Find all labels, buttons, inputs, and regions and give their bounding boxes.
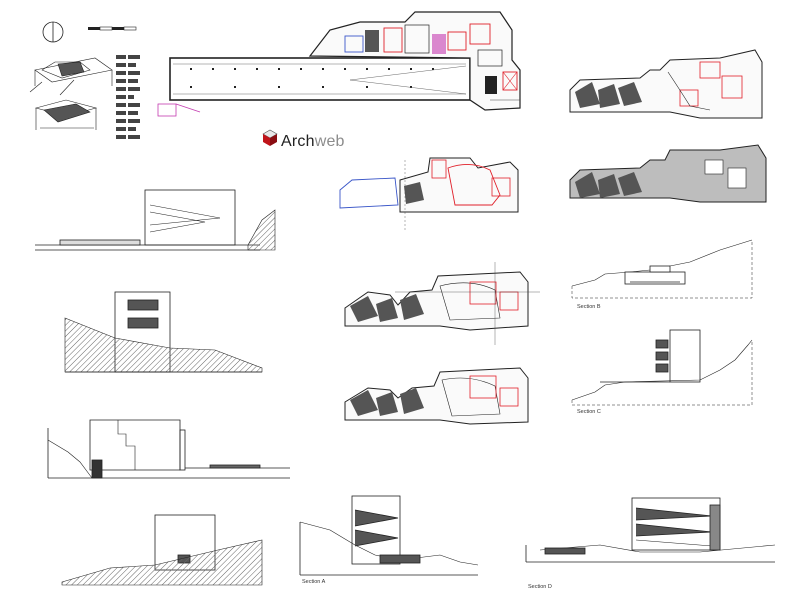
plan-level-1 [339,157,519,230]
elevation-1 [35,189,276,251]
scale-bar [88,26,137,31]
elevation-4 [61,514,263,586]
legend-swatches [116,55,140,139]
plan-level-2 [344,262,540,345]
right-plan-2 [569,144,767,203]
main-floor-plan [157,11,521,117]
small-axonometric-sketch-1 [29,57,113,96]
section-d-label: Section D [528,584,552,590]
north-arrow-icon [42,21,64,43]
archweb-logo-text: Archweb [281,133,345,151]
section-d-drawing [525,497,776,563]
section-a-drawing [299,495,479,576]
section-a-label: Section A [302,579,326,585]
logo-part-1: Arch [281,133,315,150]
elevation-2 [64,291,263,373]
small-axonometric-sketch-2 [34,99,98,130]
section-c-label: Section C [577,409,601,415]
section-c-drawing [571,329,753,406]
section-b-drawing [571,239,753,299]
logo-part-2: web [314,133,345,150]
elevation-3 [47,419,290,479]
right-plan-1 [569,49,763,119]
archweb-cube-icon [262,129,278,146]
section-b-label: Section B [577,304,601,310]
archweb-logo: Archweb [281,131,345,153]
plan-level-3 [344,367,529,425]
